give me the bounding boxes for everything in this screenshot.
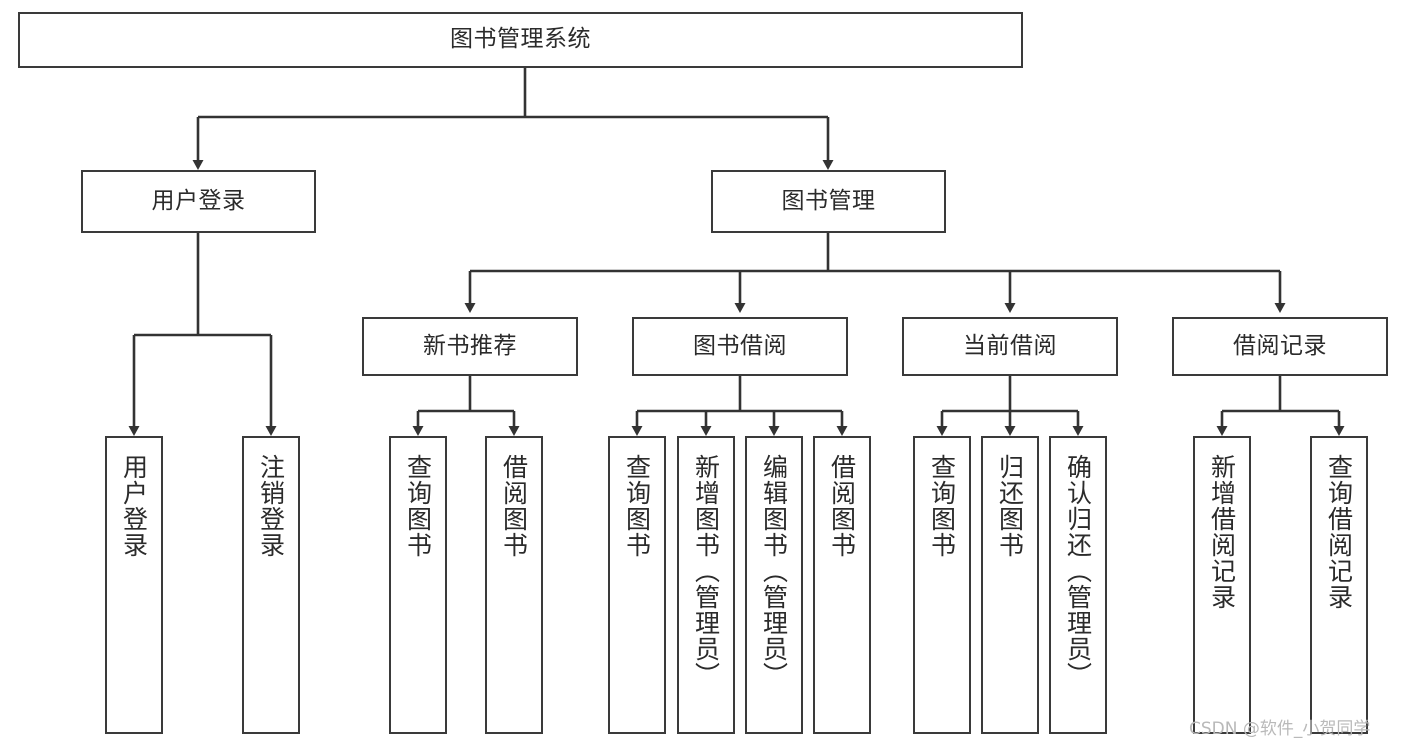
node-label: 编辑图书（管理员） bbox=[759, 454, 789, 688]
leaf-query-borrow-record[interactable]: 查询借阅记录 bbox=[1310, 436, 1368, 734]
node-label: 图书管理 bbox=[781, 187, 876, 214]
leaf-logout[interactable]: 注销登录 bbox=[242, 436, 300, 734]
leaf-borrow-book-recommend[interactable]: 借阅图书 bbox=[485, 436, 543, 734]
watermark-text: CSDN @软件_小贺同学 bbox=[1189, 719, 1371, 739]
node-label: 借阅图书 bbox=[827, 454, 857, 558]
node-label: 新增图书（管理员） bbox=[691, 454, 721, 688]
leaf-user-login[interactable]: 用户登录 bbox=[105, 436, 163, 734]
leaf-borrow-book[interactable]: 借阅图书 bbox=[813, 436, 871, 734]
node-label: 查询图书 bbox=[622, 454, 652, 558]
node-root-system[interactable]: 图书管理系统 bbox=[18, 12, 1023, 68]
node-label: 新增借阅记录 bbox=[1207, 454, 1237, 610]
node-label: 当前借阅 bbox=[963, 332, 1057, 359]
node-book-borrow[interactable]: 图书借阅 bbox=[632, 317, 848, 376]
leaf-query-book-borrow[interactable]: 查询图书 bbox=[608, 436, 666, 734]
node-current-borrow[interactable]: 当前借阅 bbox=[902, 317, 1118, 376]
node-label: 查询图书 bbox=[927, 454, 957, 558]
node-label: 图书管理系统 bbox=[450, 26, 591, 53]
leaf-return-book[interactable]: 归还图书 bbox=[981, 436, 1039, 734]
leaf-query-book-current[interactable]: 查询图书 bbox=[913, 436, 971, 734]
node-label: 查询借阅记录 bbox=[1324, 454, 1354, 610]
node-label: 借阅记录 bbox=[1233, 332, 1327, 359]
node-label: 用户登录 bbox=[119, 454, 149, 558]
node-label: 新书推荐 bbox=[423, 332, 517, 359]
leaf-edit-book-admin[interactable]: 编辑图书（管理员） bbox=[745, 436, 803, 734]
node-label: 图书借阅 bbox=[693, 332, 787, 359]
node-label: 注销登录 bbox=[256, 454, 286, 558]
leaf-confirm-return-admin[interactable]: 确认归还（管理员） bbox=[1049, 436, 1107, 734]
node-label: 查询图书 bbox=[403, 454, 433, 558]
leaf-add-book-admin[interactable]: 新增图书（管理员） bbox=[677, 436, 735, 734]
leaf-add-borrow-record[interactable]: 新增借阅记录 bbox=[1193, 436, 1251, 734]
node-label: 用户登录 bbox=[151, 187, 246, 214]
node-book-management[interactable]: 图书管理 bbox=[711, 170, 946, 233]
node-label: 确认归还（管理员） bbox=[1063, 454, 1093, 688]
node-borrow-record[interactable]: 借阅记录 bbox=[1172, 317, 1388, 376]
node-label: 借阅图书 bbox=[499, 454, 529, 558]
node-user-login[interactable]: 用户登录 bbox=[81, 170, 316, 233]
node-label: 归还图书 bbox=[995, 454, 1025, 558]
leaf-query-book-recommend[interactable]: 查询图书 bbox=[389, 436, 447, 734]
node-new-book-recommend[interactable]: 新书推荐 bbox=[362, 317, 578, 376]
